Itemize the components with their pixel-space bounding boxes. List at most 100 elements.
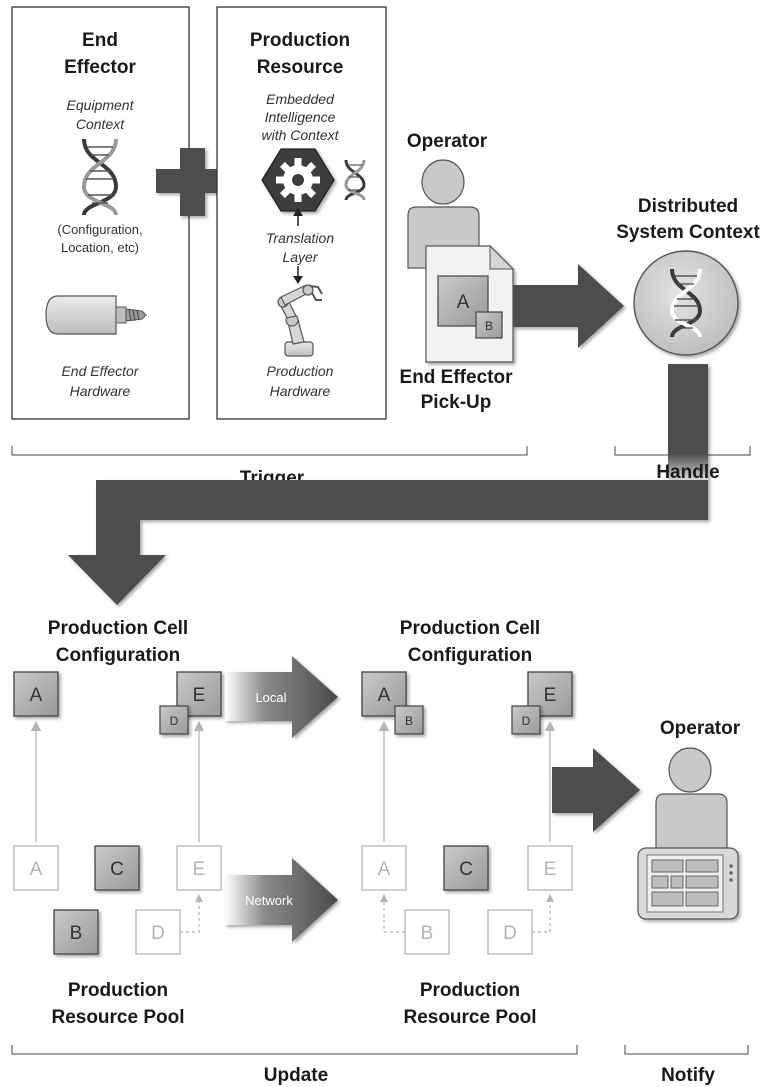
translation-arrow-icon (293, 208, 303, 226)
right-cell-box-b: B (394, 705, 424, 735)
update-bracket (11, 1045, 578, 1055)
left-pool-dotted-link (180, 900, 200, 933)
right-pool-box-e: E (527, 845, 573, 891)
operator-top-label: Operator (407, 131, 488, 152)
left-pool-label-1: Production (68, 980, 168, 1001)
svg-text:A: A (378, 859, 391, 880)
local-label: Local (255, 690, 286, 705)
svg-text:B: B (70, 923, 83, 944)
plus-icon (156, 148, 229, 216)
embedded-intelligence-label-1: Embedded (266, 91, 335, 107)
right-config-label-2: Configuration (408, 645, 533, 666)
svg-text:E: E (193, 685, 206, 706)
equipment-context-label-2: Context (76, 116, 125, 132)
right-cell-box-e: E (527, 671, 573, 717)
svg-text:E: E (544, 685, 557, 706)
end-effector-title-2: Effector (64, 57, 136, 78)
svg-text:A: A (378, 685, 391, 706)
end-effector-tool-icon (45, 295, 147, 335)
network-label: Network (245, 893, 293, 908)
update-label: Update (264, 1065, 328, 1086)
svg-text:A: A (30, 685, 43, 706)
left-pool-box-d: D (135, 909, 181, 955)
svg-text:D: D (503, 923, 517, 944)
dna-icon (344, 159, 366, 201)
right-pool-dotted-arrowhead-a (380, 894, 388, 902)
svg-text:D: D (151, 923, 165, 944)
handle-label: Handle (656, 462, 719, 483)
dna-icon (669, 268, 703, 338)
left-pool-box-b: B (53, 909, 99, 955)
svg-text:B: B (405, 714, 413, 728)
left-pool-dotted-arrowhead (195, 894, 203, 902)
right-pool-box-b: B (404, 909, 450, 955)
svg-text:D: D (522, 714, 531, 728)
svg-text:D: D (170, 714, 179, 728)
svg-text:C: C (459, 859, 473, 880)
gear-icon (261, 148, 335, 212)
right-pool-dotted-arrowhead-e (546, 894, 554, 902)
local-arrow: Local (225, 656, 338, 738)
svg-text:E: E (544, 859, 557, 880)
pickup-label-1: End Effector (400, 367, 514, 388)
right-link-arrows (378, 720, 556, 842)
end-effector-hardware-label-2: Hardware (70, 383, 131, 399)
end-effector-title-1: End (82, 30, 118, 51)
document-box-b: B (485, 319, 493, 333)
right-pool-box-c: C (443, 845, 489, 891)
left-config-label-2: Configuration (56, 645, 181, 666)
trigger-bracket (11, 446, 528, 456)
operator-bottom-label: Operator (660, 718, 741, 739)
tablet-icon (637, 847, 739, 920)
equipment-context-label-1: Equipment (67, 97, 135, 113)
translation-arrow-down-icon (293, 266, 303, 284)
production-hardware-label-1: Production (267, 363, 334, 379)
notify-label: Notify (661, 1065, 715, 1086)
left-pool-box-e: E (176, 845, 222, 891)
configuration-label-2: Location, etc) (61, 240, 139, 255)
left-link-arrows (30, 720, 205, 842)
left-pool-label-2: Resource Pool (51, 1007, 184, 1028)
document-icon: A B (425, 244, 515, 363)
left-cell-box-a: A (13, 671, 59, 717)
configuration-label-1: (Configuration, (57, 222, 142, 237)
translation-layer-label-2: Layer (282, 249, 318, 265)
production-resource-title-1: Production (250, 30, 350, 51)
left-config-label-1: Production Cell (48, 618, 188, 639)
end-effector-panel: End Effector Equipment Context (Configur… (11, 6, 190, 420)
pickup-label-2: Pick-Up (421, 392, 492, 413)
network-arrow: Network (225, 858, 338, 942)
left-pool-box-c: C (94, 845, 140, 891)
svg-text:E: E (193, 859, 206, 880)
notify-arrow (552, 748, 640, 832)
distributed-label-1: Distributed (638, 196, 738, 217)
person-icon (655, 747, 728, 853)
right-pool-box-a: A (361, 845, 407, 891)
end-effector-hardware-label-1: End Effector (61, 363, 139, 379)
right-pool-dotted-links (383, 900, 551, 933)
operator-top: Operator A B End Effector Pick-Up (400, 131, 515, 413)
distributed-system-context: Distributed System Context (616, 196, 760, 356)
left-cell-box-d: D (159, 705, 189, 735)
production-hardware-label-2: Hardware (270, 383, 331, 399)
svg-text:A: A (30, 859, 43, 880)
svg-text:C: C (110, 859, 124, 880)
dna-icon (81, 138, 119, 216)
notify-bracket (624, 1045, 749, 1055)
right-cell-box-d: D (511, 705, 541, 735)
svg-text:B: B (421, 923, 434, 944)
document-box-a: A (457, 292, 470, 313)
right-pool-label-2: Resource Pool (403, 1007, 536, 1028)
embedded-intelligence-label-3: with Context (261, 127, 339, 143)
right-pool-label-1: Production (420, 980, 520, 1001)
right-config-label-1: Production Cell (400, 618, 540, 639)
operator-bottom: Operator (637, 718, 741, 920)
robot-arm-icon (277, 284, 323, 357)
handle-arrow (68, 364, 708, 605)
pickup-arrow (513, 264, 624, 348)
left-pool-box-a: A (13, 845, 59, 891)
production-resource-panel: Production Resource Embedded Intelligenc… (216, 6, 387, 420)
embedded-intelligence-label-2: Intelligence (265, 109, 336, 125)
production-resource-title-2: Resource (257, 57, 344, 78)
